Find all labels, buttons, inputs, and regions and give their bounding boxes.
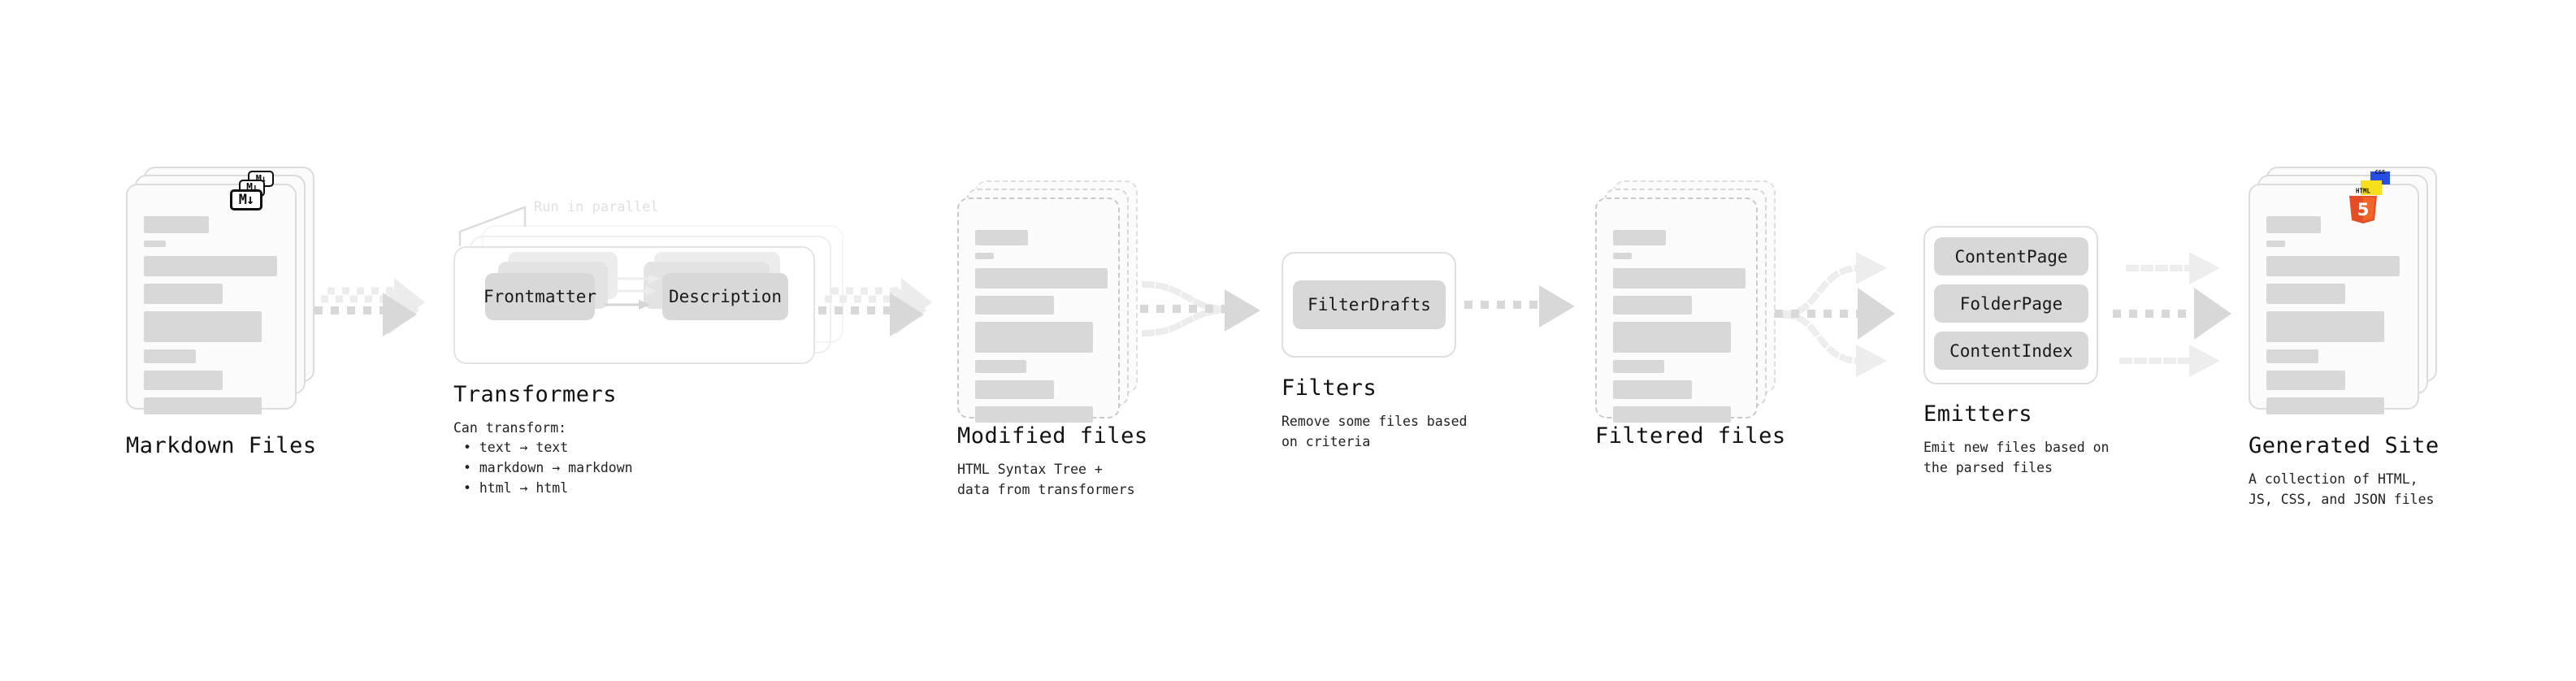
connector-modified-to-filters [1140,280,1260,337]
filters-description: Remove some files based on criteria [1281,414,1468,450]
transformers-description-heading: Can transform: [453,420,567,436]
generated-site-stack: CSS HTML 5 [2249,167,2439,414]
filters-title: Filters [1281,375,1377,401]
run-in-parallel-label: Run in parallel [534,199,659,215]
transformers-bullet-1: • markdown → markdown [463,460,633,476]
filtered-files-title: Filtered files [1595,423,1786,449]
generated-site-description: A collection of HTML, JS, CSS, and JSON … [2249,471,2435,508]
emitters-chip-folderpage[interactable]: FolderPage [1934,284,2088,323]
filtered-placeholder-lines [1613,230,1746,430]
html5-icon-top-label: HTML [2356,188,2371,195]
site-placeholder-lines [2266,216,2405,422]
run-in-parallel-bracket [458,206,527,246]
filtered-file-sheet-front [1595,197,1758,423]
markdown-icon: M↓ [230,189,262,210]
connector-transformers-to-modified [818,278,932,336]
connector-filtered-to-emitters [1775,252,1895,377]
markdown-file-sheet-front [126,184,297,414]
filters-chip-filterdrafts[interactable]: FilterDrafts [1293,280,1446,329]
modified-files-description: HTML Syntax Tree + data from transformer… [957,462,1135,498]
emitters-chip-contentindex[interactable]: ContentIndex [1934,332,2088,370]
connector-markdown-to-transformers [314,278,425,336]
filtered-files-stack [1595,180,1786,424]
transformers-bullet-0: • text → text [463,440,569,455]
site-file-sheet-front [2249,184,2419,414]
html5-icon-digit: 5 [2357,200,2370,219]
css-icon-label: CSS [2374,169,2386,176]
javascript-icon [2361,180,2382,195]
emitters-title: Emitters [1923,401,2033,427]
modified-files-title: Modified files [957,423,1148,449]
transformer-chip-description[interactable]: Description [662,273,788,320]
transformers-title: Transformers [453,382,618,407]
transformer-chip-frontmatter[interactable]: Frontmatter [484,273,596,320]
emitters-chip-contentpage[interactable]: ContentPage [1934,237,2088,275]
modified-file-sheet-front [957,197,1120,423]
markdown-files-title: Markdown Files [126,433,317,458]
markdown-placeholder-lines [144,216,282,422]
connector-filters-to-filtered [1464,285,1575,327]
transformers-bullet-2: • html → html [463,480,569,497]
transformers-bullet-list: • text → text • markdown → markdown • ht… [463,437,633,498]
modified-placeholder-lines [975,230,1108,430]
transformer-inner-arrows [605,274,660,310]
generated-site-title: Generated Site [2249,433,2439,458]
modified-files-stack [957,180,1148,424]
connector-emitters-to-site [2113,252,2231,377]
markdown-files-stack: M↓ M↓ M↓ [126,167,317,414]
html5-icon: HTML 5 [2346,186,2380,225]
emitters-description: Emit new files based on the parsed files [1923,440,2110,476]
